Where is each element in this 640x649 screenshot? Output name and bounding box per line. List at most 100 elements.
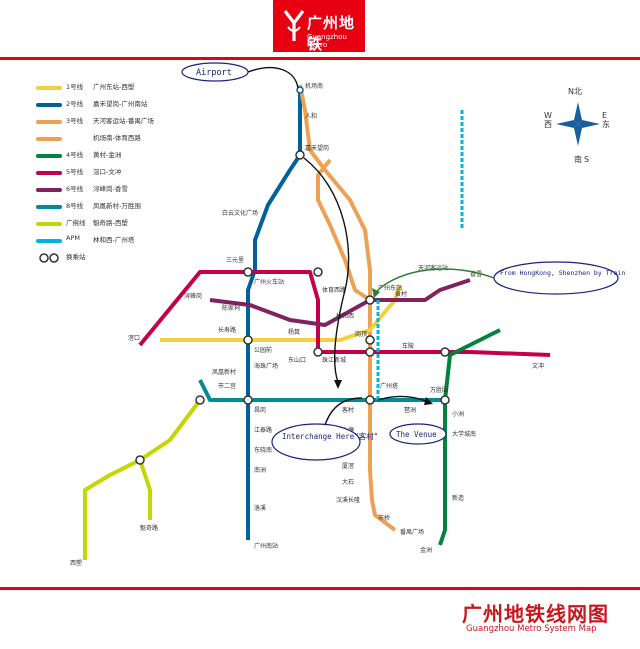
line-2 <box>246 90 302 540</box>
station-label: 香雪 <box>470 270 482 278</box>
station-label: 汉溪长隆 <box>336 496 360 504</box>
station-label: 广州南站 <box>254 542 278 550</box>
airport-route-arrowhead <box>334 380 342 389</box>
legend-line-name: 3号线 <box>66 117 84 125</box>
train-label: From HongKong, Shenzhen by Train <box>500 269 625 277</box>
interchange-dot <box>440 347 450 357</box>
legend-line-route: 天河客运站-番禺广场 <box>93 117 154 125</box>
compass-south-label-en: S <box>584 155 589 164</box>
interchange-dot <box>365 335 375 345</box>
legend-line-route: 林和西-广州塔 <box>93 236 135 244</box>
interchange-dot <box>243 267 253 277</box>
station-label: 广州火车站 <box>254 278 284 286</box>
train-pointer-arrowhead <box>372 288 380 298</box>
legend-line-name: 2号线 <box>66 100 84 108</box>
legend-swatch <box>36 120 62 124</box>
legend-swatch <box>36 171 62 175</box>
legend-line-route: 黄村-金洲 <box>93 151 122 159</box>
interchange-dot <box>295 150 305 160</box>
legend-row: 1号线广州东站-西塱 <box>30 80 220 96</box>
compass-east-label-en: E <box>602 111 607 120</box>
station-label: 岗顶 <box>355 331 367 338</box>
station-label: 公园前 <box>254 346 272 354</box>
station-label: 客村 <box>342 406 354 414</box>
line-3 <box>298 84 397 532</box>
legend-swatch <box>36 222 62 226</box>
legend-row: 6号线 浔峰岗-香雪 <box>30 182 220 198</box>
legend-row: 8号线 凤凰新村-万胜围 <box>30 199 220 215</box>
legend-line-route: 机场南-体育西路 <box>93 134 141 142</box>
interchange-annotation: Interchange Here"客村" <box>271 397 378 461</box>
station-label: 嘉禾望岗 <box>305 144 329 152</box>
legend-line-name: 6号线 <box>66 185 84 193</box>
station-labels: 机场南 人和 嘉禾望岗 白云文化广场 三元里 广州火车站 公园前 海珠广场 市二… <box>70 82 544 567</box>
station-label: 车陂 <box>402 342 414 350</box>
station-label: 滘口 <box>128 334 140 342</box>
legend-line-name: 1号线 <box>66 83 84 91</box>
legend-line-route: 魁奇路-西塱 <box>93 219 128 227</box>
station-label: 陈家祠 <box>222 304 240 312</box>
station-dot <box>296 86 304 94</box>
compass-east-arrow <box>578 120 600 128</box>
venue-label: The Venue <box>396 430 437 439</box>
legend-line-route: 滘口-文冲 <box>93 168 122 176</box>
interchange-callout <box>271 423 361 461</box>
interchange-dot <box>135 455 145 465</box>
legend-row: 机场南-体育西路 <box>30 131 220 147</box>
airport-annotation: Airport <box>181 62 350 389</box>
station-label: 长寿路 <box>218 326 236 334</box>
legend-swatch <box>36 103 62 107</box>
legend-swatch <box>36 86 62 90</box>
legend-line-name: 8号线 <box>66 202 84 210</box>
station-label: 小洲 <box>452 410 464 418</box>
station-label: 厦滘 <box>342 462 354 470</box>
interchange-dot <box>243 395 253 405</box>
compass-north-label-en: N <box>568 87 574 96</box>
station-label: 白云文化广场 <box>222 209 258 217</box>
logo-title-en: Guangzhou Metro <box>307 33 347 49</box>
metro-logo-icon <box>283 10 305 41</box>
station-label: 广州东站 <box>378 284 402 292</box>
airport-route-arrow <box>303 157 350 383</box>
legend-line-route: 凤凰新村-万胜围 <box>93 202 141 210</box>
interchange-dot <box>365 395 375 405</box>
legend-line-route: 浔峰岗-香雪 <box>93 185 128 193</box>
interchange-label: Interchange Here"客村" <box>282 431 378 441</box>
airport-pointer <box>247 67 299 89</box>
guangfo-line <box>83 398 202 560</box>
header-rule <box>0 57 640 60</box>
legend-swatch <box>36 205 62 209</box>
venue-route-arrow <box>377 395 429 403</box>
interchange-dot <box>313 267 323 277</box>
legend-row: 广佛线魁奇路-西塱 <box>30 216 220 232</box>
station-label: 洛溪 <box>254 504 266 512</box>
station-label: 海珠广场 <box>254 362 278 370</box>
train-pointer <box>375 268 495 293</box>
station-label: 万胜围 <box>430 386 448 394</box>
station-label: 文冲 <box>532 362 544 370</box>
station-label: 黄村 <box>395 290 407 298</box>
legend-row: 5号线 滘口-文冲 <box>30 165 220 181</box>
legend-swatch <box>36 188 62 192</box>
station-label: 东晓南 <box>254 446 272 454</box>
legend-swatch <box>36 239 62 243</box>
interchange-dot <box>365 295 375 305</box>
station-markers <box>135 86 450 465</box>
station-label: 天河客运站 <box>418 264 448 272</box>
legend-line-name: 5号线 <box>66 168 84 176</box>
station-label: 江泰路 <box>254 426 272 434</box>
interchange-dot <box>243 335 253 345</box>
compass-north-arrow <box>574 102 582 124</box>
venue-callout <box>389 423 447 445</box>
compass-south-label: 南 <box>574 154 582 164</box>
station-label: 广州塔 <box>380 382 398 390</box>
airport-label: Airport <box>196 68 232 78</box>
legend-line-name: APM <box>66 234 80 242</box>
interchange-pointer <box>324 397 363 426</box>
compass-west-arrow <box>556 120 578 128</box>
station-label: 魁奇路 <box>140 524 158 532</box>
legend-row: 4号线黄村-金洲 <box>30 148 220 164</box>
compass-east-label: 东 <box>602 119 610 129</box>
interchange-icon <box>39 253 59 263</box>
